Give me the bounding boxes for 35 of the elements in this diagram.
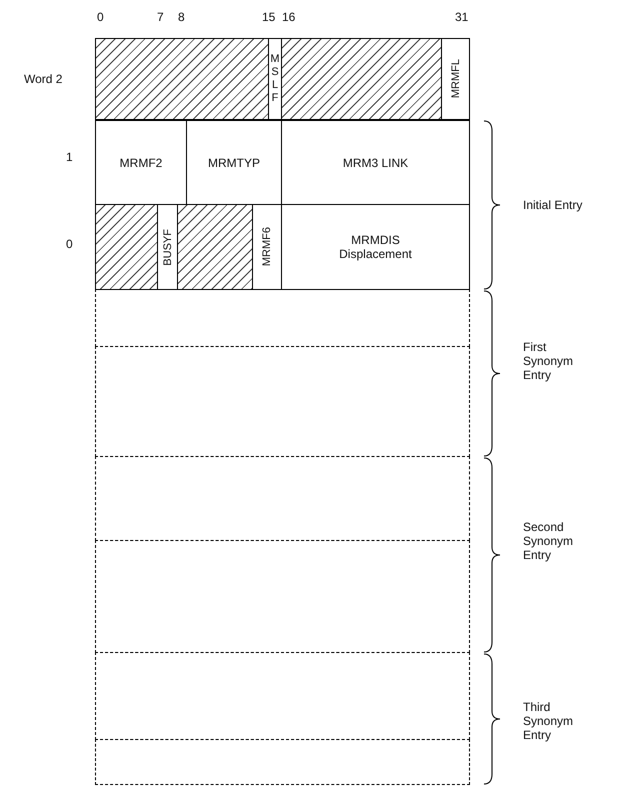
field-name: MRMF2 (120, 156, 162, 170)
field-description: Displacement (339, 247, 412, 261)
reserved-field (95, 38, 269, 120)
field-name: MRMFL (450, 59, 462, 99)
entry-word-slot (95, 652, 470, 740)
field-cell (281, 204, 470, 290)
field-name: MRMDIS (351, 233, 400, 247)
brace-label: Second Synonym Entry (523, 520, 574, 562)
brace-label: First Synonym Entry (523, 340, 574, 382)
reserved-field (281, 38, 442, 120)
entry-word-slot (95, 739, 470, 785)
brace-label: Initial Entry (523, 198, 584, 212)
field-name: MRM3 LINK (342, 156, 408, 170)
entry-word-slot (95, 289, 470, 347)
field-name: MRMTYP (208, 156, 260, 170)
field-name: MSLF (269, 53, 281, 105)
field-name: MRMF6 (261, 227, 273, 267)
bit-number: 7 (157, 10, 164, 24)
bit-number: 16 (282, 10, 296, 24)
reserved-field (95, 204, 158, 290)
entry-word-slot (95, 346, 470, 457)
brace-label: Third Synonym Entry (523, 700, 574, 742)
field-cell (441, 38, 470, 120)
bit-number: 0 (97, 10, 104, 24)
field-cell (281, 120, 470, 205)
bit-number: 15 (262, 10, 276, 24)
word-number: 1 (66, 150, 73, 164)
field-name: BUSYF (162, 228, 174, 266)
bit-number: 8 (178, 10, 185, 24)
entry-word-slot (95, 540, 470, 653)
reserved-field (177, 204, 253, 290)
word-number: 0 (66, 237, 73, 251)
entry-word-slot (95, 456, 470, 541)
bit-number: 31 (455, 10, 468, 24)
word-number: Word 2 (24, 72, 62, 86)
